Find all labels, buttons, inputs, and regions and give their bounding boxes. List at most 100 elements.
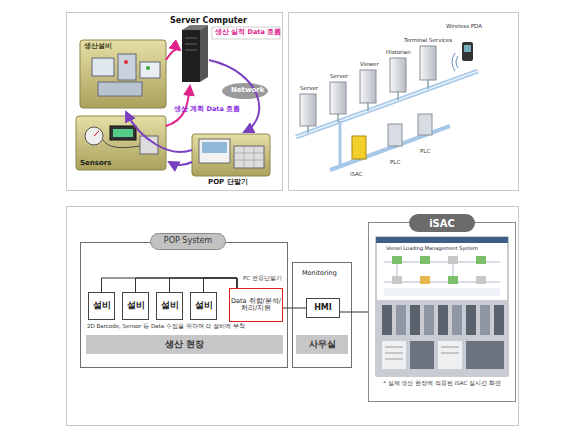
isac-screenshot — [376, 237, 508, 376]
sensor-illustration — [103, 140, 140, 148]
flow-label: 생산 계획 Data 흐름 — [174, 106, 240, 113]
pop-terminal-illustration — [234, 146, 264, 168]
hmi-box: HMI — [306, 298, 340, 318]
isac-screenshot — [494, 305, 504, 335]
equipment-label: 설비 — [157, 293, 182, 319]
controller-icon — [418, 114, 432, 135]
isac-screenshot — [438, 341, 462, 369]
pop-terminal-illustration — [202, 142, 227, 153]
node-label: Server — [300, 86, 318, 92]
isac-screenshot — [410, 305, 420, 335]
wireless-pda — [452, 42, 473, 71]
screen-note: * 실제 생산 현장에 적용된 iSAC 실시간 화면 — [371, 380, 513, 386]
network-bus — [339, 121, 342, 166]
device-label: Sensors — [80, 160, 111, 167]
equipment-box: 설비 — [156, 292, 183, 320]
panel-frame — [67, 207, 519, 426]
flow-label: 생산 실적 Data 흐름 — [215, 29, 281, 36]
isac-screenshot — [376, 237, 508, 376]
monitor-label: Monitoring — [302, 270, 337, 277]
screen-title: Vessel Loading Management System — [386, 246, 478, 251]
isac-screenshot — [392, 256, 402, 264]
isac-screenshot — [476, 276, 486, 284]
sensor-illustration — [110, 126, 136, 140]
isac-screenshot — [384, 288, 500, 296]
isac-screenshot — [438, 305, 448, 335]
sensor-illustration — [94, 131, 99, 136]
network-label: Network — [231, 87, 264, 94]
sensor-illustration — [85, 127, 103, 145]
network-bus — [296, 71, 478, 137]
network-bus — [296, 71, 478, 170]
office-box: 사무실 HMI — [292, 262, 352, 368]
isac-screenshot — [476, 256, 486, 264]
isac-screenshot — [424, 305, 434, 335]
equipment-illustration — [118, 54, 136, 80]
isac-screenshot — [466, 341, 504, 369]
server-icon — [330, 82, 346, 114]
system-tab: POP System — [150, 233, 226, 250]
isac-screenshot — [385, 347, 459, 359]
network-bus — [296, 71, 478, 137]
server-tower — [185, 38, 197, 50]
node-label: Server — [330, 74, 348, 80]
node-label: Wireless PDA — [446, 24, 482, 30]
terminal-label: PC 전용단말기 — [243, 275, 282, 281]
equipment-illustration — [124, 60, 128, 64]
equipment-illustration — [80, 40, 166, 108]
data-flow-arrow — [126, 49, 259, 165]
equipment-illustration — [98, 82, 142, 96]
wireless-pda — [452, 53, 458, 71]
pop-terminal-illustration — [234, 146, 264, 168]
equipment-illustration — [140, 62, 160, 78]
wireless-pda — [462, 42, 473, 61]
device-label: 생산설비 — [84, 43, 112, 50]
equipment-illustration — [92, 58, 114, 76]
isac-screenshot — [466, 305, 476, 335]
area-band: 생산 현장 — [86, 335, 283, 354]
equipment-label: 설비 — [89, 293, 114, 319]
signal-line — [340, 312, 368, 313]
isac-screenshot — [396, 305, 406, 335]
node-label: Viewer — [360, 62, 379, 68]
isac-screenshot — [452, 305, 462, 335]
data-flow-arrow — [209, 60, 259, 132]
hmi-label: HMI — [307, 299, 339, 317]
isac-screenshot — [480, 305, 490, 335]
note-text: 2D Barcode, Sensor 등 Data 수집을 위하여 각 설비에 … — [87, 324, 245, 330]
data-flow-arrow — [126, 112, 192, 152]
controller-icon — [352, 114, 432, 159]
bus-line — [204, 278, 238, 292]
equipment-label: 설비 — [191, 293, 216, 319]
server-icon — [420, 46, 436, 80]
area-band: 사무실 — [296, 335, 348, 354]
bus-line — [136, 278, 238, 292]
isac-screenshot — [410, 341, 434, 369]
system-box: POP System생산 현장설비설비설비설비PC 전용단말기Data 취합/분… — [80, 242, 288, 368]
equipment-box: 설비 — [122, 292, 149, 320]
bus-line — [170, 278, 238, 292]
equipment-illustration — [80, 40, 166, 108]
panel-frame — [67, 13, 519, 426]
server-icon — [390, 58, 406, 92]
process-box: PC 전용단말기Data 취합/분석/처리/지원 — [229, 288, 283, 322]
server-tower — [182, 25, 208, 82]
server-tower — [182, 30, 200, 82]
equipment-label: 설비 — [123, 293, 148, 319]
network-cloud — [222, 83, 268, 99]
equipment-box: 설비 — [88, 292, 115, 320]
device-label: POP 단말기 — [208, 179, 248, 186]
device-label: Server Computer — [170, 17, 247, 25]
pop-terminal-illustration — [199, 139, 230, 163]
isac-screenshot — [420, 256, 430, 264]
node-label: PLC — [420, 149, 430, 155]
isac-screenshot — [382, 341, 406, 369]
equipment-box: 설비 — [190, 292, 217, 320]
server-icon — [300, 94, 316, 126]
isac-screenshot — [420, 276, 430, 284]
data-flow-arrow — [169, 162, 192, 165]
wireless-pda — [464, 45, 471, 52]
node-label: Terminal Services — [404, 38, 452, 44]
isac-screenshot — [448, 256, 458, 264]
